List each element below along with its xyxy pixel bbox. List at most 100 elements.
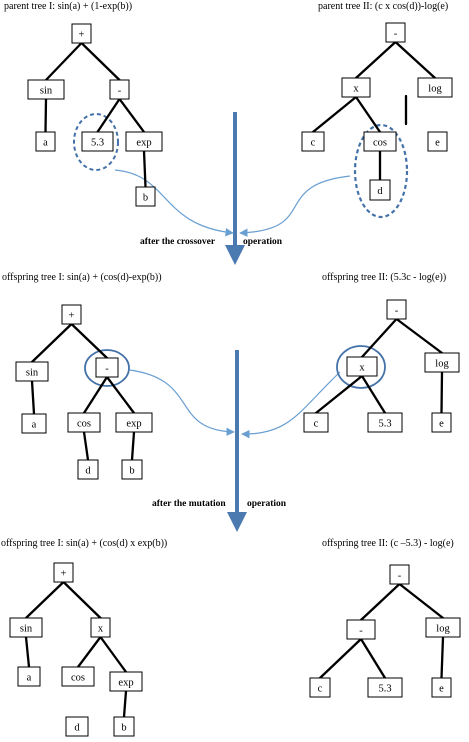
node-box <box>21 413 47 434</box>
node-label: + <box>61 569 67 580</box>
node-m2-53: 5.3 <box>367 677 403 698</box>
node-box <box>27 79 65 100</box>
node-box <box>67 412 101 433</box>
node-m1-d: d <box>65 716 89 737</box>
node-m1-b: b <box>113 716 135 737</box>
edge-o1_minus-o1_exp <box>105 375 136 415</box>
node-box <box>301 131 325 152</box>
node-m1-sin: sin <box>9 617 43 638</box>
edge-m1_x-m1_cos <box>76 635 102 669</box>
mutation-arrow-left <box>129 369 235 436</box>
node-p1-b: b <box>135 186 156 207</box>
edge-o2_x-o2_53 <box>360 374 387 415</box>
node-box <box>425 617 461 638</box>
node-box <box>386 299 407 320</box>
node-p2-x: x <box>341 77 371 98</box>
node-m2-root: - <box>389 564 410 585</box>
crossover-selection-subtree-2 <box>353 123 409 219</box>
edge-o1_minus-o1_cos <box>82 375 109 415</box>
node-box <box>389 564 410 585</box>
node-box <box>95 357 119 378</box>
node-label: e <box>439 684 444 695</box>
node-box <box>109 79 130 100</box>
node-box <box>385 22 406 43</box>
node-box <box>431 677 452 698</box>
node-label: a <box>32 420 37 431</box>
node-m1-a: a <box>17 666 41 687</box>
edge-m2_log-m2_e <box>440 635 445 680</box>
node-o1-b: b <box>121 459 143 480</box>
node-o2-root: - <box>386 299 407 320</box>
node-box <box>121 459 143 480</box>
node-box <box>9 617 43 638</box>
node-box <box>113 716 135 737</box>
node-label: d <box>74 723 80 734</box>
edge-m2_minus-m2_53 <box>359 637 387 680</box>
node-box <box>369 179 391 201</box>
node-m2-log: log <box>425 617 461 638</box>
operation-crossover-word: operation <box>243 237 283 247</box>
edge-p2_x-p2_c <box>311 95 358 134</box>
caption-offspring-tree-2-crossover: offspring tree II: (5.3c - log(e)) <box>322 272 446 283</box>
node-label: a <box>43 138 48 149</box>
node-p2-log: log <box>417 77 453 98</box>
caption-parent-tree-2: parent tree II: (c x cos(d))-log(e) <box>318 1 448 12</box>
node-label: c <box>318 684 323 695</box>
node-label: log <box>428 84 442 95</box>
edge-o1_sin-o1_a <box>30 379 36 416</box>
node-p1-a: a <box>35 131 56 152</box>
node-o1-a: a <box>21 413 47 434</box>
node-label: + <box>69 311 75 322</box>
node-p2-d: d <box>369 179 391 201</box>
edge-p2_root-p2_x <box>354 40 397 80</box>
mutation-arrow-right <box>241 371 341 439</box>
edge-p1_exp-p1_b <box>142 149 147 189</box>
operation-crossover-label: after the crossover <box>140 237 216 247</box>
edge-p1_root-p1_sin <box>44 41 83 82</box>
edge-m1_root-m1_sin <box>24 580 65 620</box>
edge-p2_x-p2_cos <box>354 95 382 134</box>
node-m1-cos: cos <box>61 666 95 687</box>
node-label: sin <box>40 86 53 97</box>
node-box <box>77 459 99 480</box>
node-label: exp <box>136 138 151 149</box>
node-p2-e: e <box>427 131 448 152</box>
node-o1-sin: sin <box>15 361 49 382</box>
node-box <box>346 356 378 377</box>
crossover-selection-subtree-1 <box>73 113 119 171</box>
node-box <box>341 77 371 98</box>
caption-parent-tree-1: parent tree I: sin(a) + (1-exp(b)) <box>4 1 132 12</box>
node-m1-exp: exp <box>109 671 143 692</box>
node-p1-exp: exp <box>125 131 163 152</box>
node-box <box>431 412 452 433</box>
edge-p1_root-p1_minus <box>80 41 121 82</box>
node-box <box>427 131 448 152</box>
node-p2-root: - <box>385 22 406 43</box>
node-box <box>417 77 453 98</box>
node-p2-cos: cos <box>363 131 397 152</box>
edge-o1_root-o1_sin <box>30 322 73 364</box>
node-box <box>135 186 156 207</box>
node-label: log <box>436 624 450 635</box>
node-label: cos <box>373 138 387 149</box>
node-box <box>363 131 397 152</box>
node-label: - <box>359 626 363 637</box>
operation-mutation-label: after the mutation <box>152 499 226 509</box>
node-o2-c: c <box>303 412 329 433</box>
edge-p2_root-p2_log <box>394 40 437 80</box>
mutation-selection-node-2 <box>336 345 386 389</box>
node-box <box>35 131 56 152</box>
node-label: exp <box>126 419 141 430</box>
node-box <box>109 671 143 692</box>
node-o1-d: d <box>77 459 99 480</box>
node-label: exp <box>118 678 133 689</box>
node-box <box>115 412 153 433</box>
node-p2-c: c <box>301 131 325 152</box>
node-label: d <box>85 466 91 477</box>
node-label: - <box>105 364 109 375</box>
node-label: 5.3 <box>378 419 391 430</box>
crossover-arrow-left <box>114 169 234 237</box>
node-label: 5.3 <box>91 138 104 149</box>
node-label: b <box>129 466 134 477</box>
node-box <box>90 617 111 638</box>
